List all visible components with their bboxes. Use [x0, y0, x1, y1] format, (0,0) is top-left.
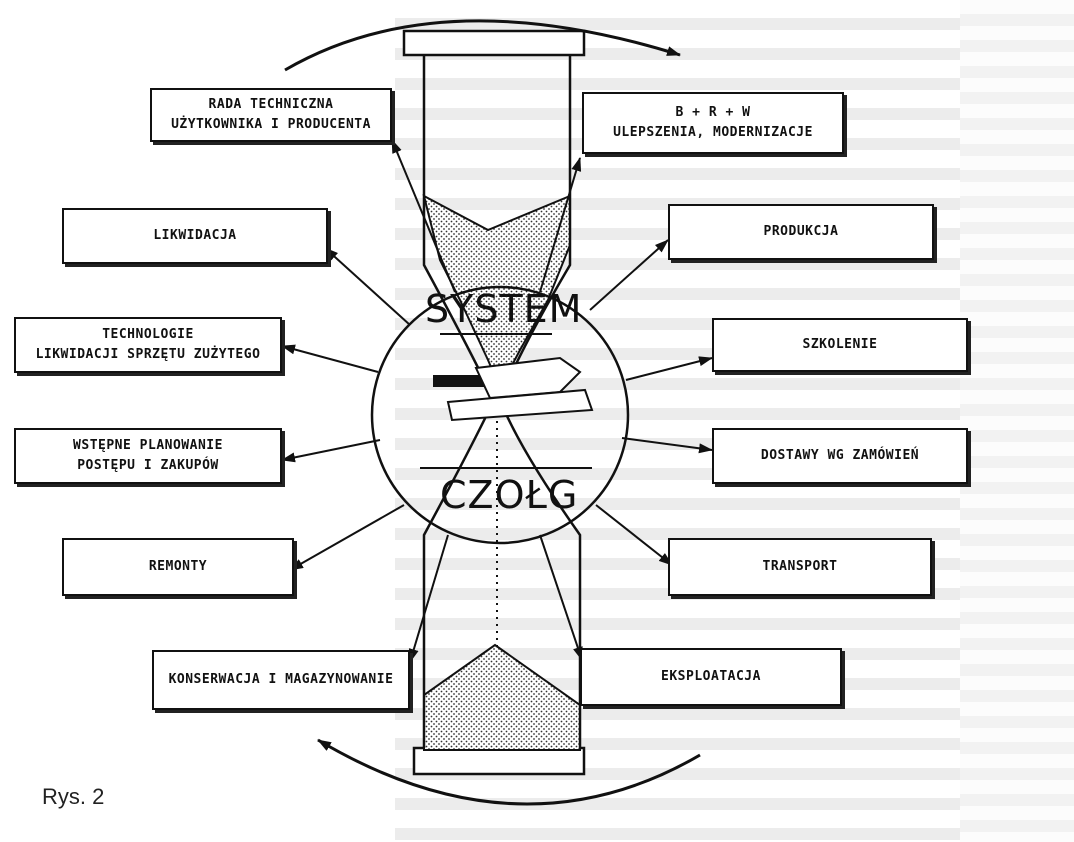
tank-icon	[433, 356, 594, 422]
arrow-to-technologie	[281, 344, 379, 373]
hourglass-top-cap	[402, 29, 586, 57]
box-szkolenie: SZKOLENIE	[712, 318, 968, 372]
box-remonty: REMONTY	[62, 538, 294, 596]
box-likwidacja: LIKWIDACJA	[62, 208, 328, 264]
box-dostawy: DOSTAWY WG ZAMÓWIEŃ	[712, 428, 968, 484]
box-transport: TRANSPORT	[668, 538, 932, 596]
box-produkcja: PRODUKCJA	[668, 204, 934, 260]
arrow-to-likwidacja	[324, 247, 411, 326]
czolg-label: CZOŁG	[440, 473, 578, 517]
arrow-to-eksploatacja	[539, 534, 583, 661]
arrow-to-dostawy	[621, 437, 713, 454]
arrow-to-produkcja	[589, 239, 669, 311]
box-konserwacja: KONSERWACJA I MAGAZYNOWANIE	[152, 650, 410, 710]
box-wstepne-planowanie: WSTĘPNE PLANOWANIE POSTĘPU I ZAKUPÓW	[14, 428, 282, 484]
box-rada-techniczna: RADA TECHNICZNA UŻYTKOWNIKA I PRODUCENTA	[150, 88, 392, 142]
arrow-to-szkolenie	[625, 356, 713, 381]
box-technologie: TECHNOLOGIE LIKWIDACJI SPRZĘTU ZUŻYTEGO	[14, 317, 282, 373]
arrow-to-remonty	[289, 504, 405, 571]
arrow-to-konserwacja	[408, 534, 449, 663]
arrow-to-transport	[595, 504, 673, 566]
bottom-cycle-arrow	[317, 738, 701, 806]
hourglass-bottom-cap	[412, 746, 586, 776]
arrow-to-brw	[539, 157, 582, 293]
figure-caption: Rys. 2	[42, 784, 105, 809]
arrow-to-wstepne	[281, 439, 381, 463]
top-cycle-arrow	[284, 19, 681, 72]
system-label: SYSTEM	[425, 287, 582, 331]
box-eksploatacja: EKSPLOATACJA	[580, 648, 842, 706]
box-brw-ulepszenia: B + R + W ULEPSZENIA, MODERNIZACJE	[582, 92, 844, 154]
center-circle	[370, 285, 630, 545]
background-page-text-right	[960, 0, 1074, 842]
hourglass-bottom-sand	[423, 643, 581, 751]
arrow-to-rada	[391, 139, 456, 293]
